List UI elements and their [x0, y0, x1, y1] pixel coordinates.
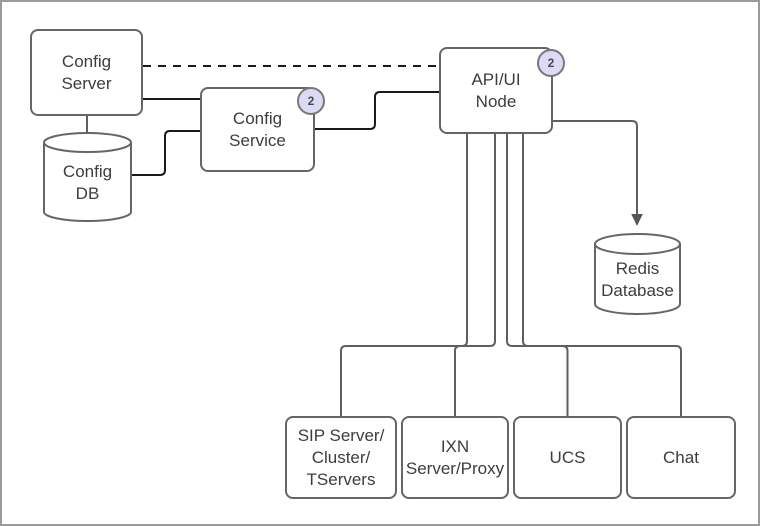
config-service-label: Config Service	[229, 108, 286, 150]
edge-config-service-to-api-ui	[315, 91, 439, 130]
node-ixn-server: IXN Server/Proxy	[401, 416, 509, 499]
node-ucs: UCS	[513, 416, 622, 499]
node-redis-db: Redis Database	[594, 233, 681, 315]
chat-label: Chat	[663, 447, 699, 467]
edge-api-ui-to-ucs	[506, 133, 569, 417]
config-server-label: Config Server	[61, 51, 112, 93]
sip-server-label: SIP Server/ Cluster/ TServers	[297, 425, 385, 489]
node-config-server: Config Server	[30, 29, 143, 116]
api-ui-count-badge: 2	[537, 49, 565, 77]
node-config-db: Config DB	[43, 132, 132, 222]
node-sip-server: SIP Server/ Cluster/ TServers	[285, 416, 397, 499]
ucs-label: UCS	[549, 447, 586, 467]
node-config-service: Config Service	[200, 87, 315, 172]
api-ui-label: API/UI Node	[471, 69, 521, 111]
edge-api-ui-to-ixn	[454, 133, 496, 417]
node-chat: Chat	[626, 416, 736, 499]
config-service-count-badge: 2	[297, 87, 325, 115]
arrowhead-redis	[631, 214, 643, 226]
node-api-ui: API/UI Node	[439, 47, 553, 134]
config-db-label: Config DB	[62, 161, 113, 203]
edge-api-ui-to-sip	[340, 133, 468, 417]
ixn-server-label: IXN Server/Proxy	[405, 436, 505, 478]
edge-config-db-to-config-service	[132, 130, 200, 176]
edge-api-ui-to-redis	[553, 120, 638, 214]
edge-api-ui-to-chat	[522, 133, 682, 417]
redis-db-label: Redis Database	[601, 258, 674, 300]
database-cylinder-icon	[594, 233, 681, 315]
database-cylinder-icon	[43, 132, 132, 222]
